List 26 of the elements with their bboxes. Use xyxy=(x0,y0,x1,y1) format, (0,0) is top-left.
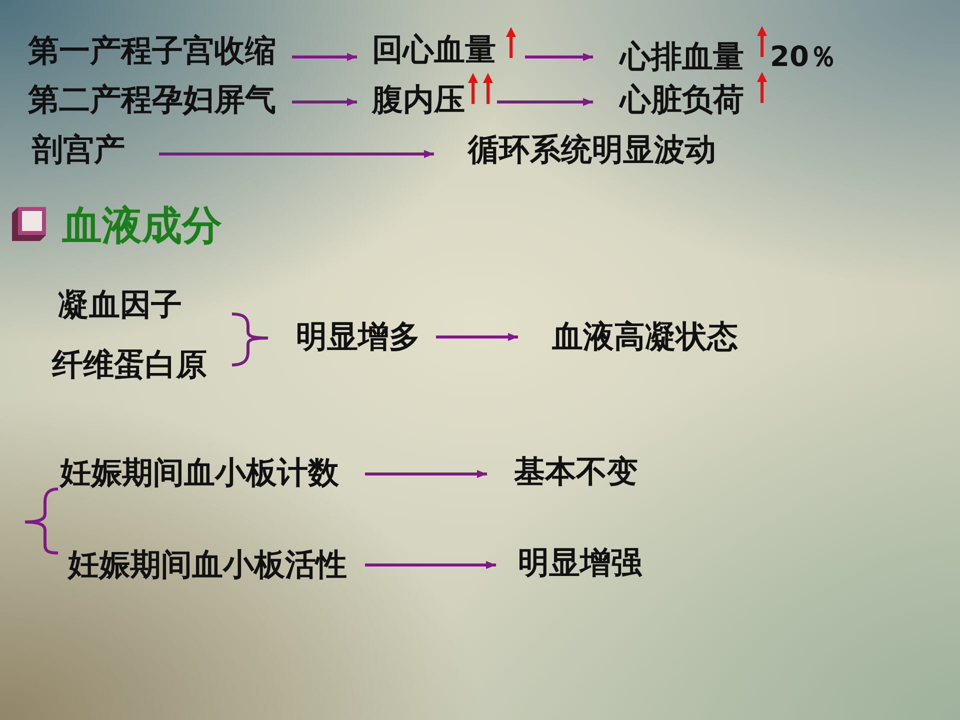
text-label: 基本不变 xyxy=(514,455,638,489)
arrow xyxy=(525,53,593,61)
text-label: 心排血量 xyxy=(620,40,744,74)
text-label: 血液高凝状态 xyxy=(552,320,738,354)
text-label: 循环系统明显波动 xyxy=(468,133,716,167)
arrow xyxy=(159,150,434,158)
arrow xyxy=(365,561,496,569)
text-label: 第一产程子宫收缩 xyxy=(28,34,276,68)
text-label: 明显增多 xyxy=(296,320,420,354)
arrow xyxy=(292,98,357,106)
percentage-label: 20％ xyxy=(770,40,837,74)
text-label: 腹内压 xyxy=(372,83,465,117)
text-label: 明显增强 xyxy=(518,546,642,580)
text-label: 心脏负荷 xyxy=(620,83,744,117)
text-label: 剖宫产 xyxy=(32,133,125,167)
text-label: 回心血量 xyxy=(372,33,496,67)
text-label: 妊娠期间血小板计数 xyxy=(60,456,339,490)
arrow xyxy=(436,333,518,341)
arrow xyxy=(497,98,593,106)
text-label: 妊娠期间血小板活性 xyxy=(68,548,347,582)
text-label: 凝血因子 xyxy=(58,288,182,322)
text-label: 纤维蛋白原 xyxy=(52,348,207,382)
arrow xyxy=(292,53,357,61)
section-heading: 血液成分 xyxy=(62,203,222,249)
text-label: 第二产程孕妇屏气 xyxy=(28,83,276,117)
arrow xyxy=(365,470,487,478)
